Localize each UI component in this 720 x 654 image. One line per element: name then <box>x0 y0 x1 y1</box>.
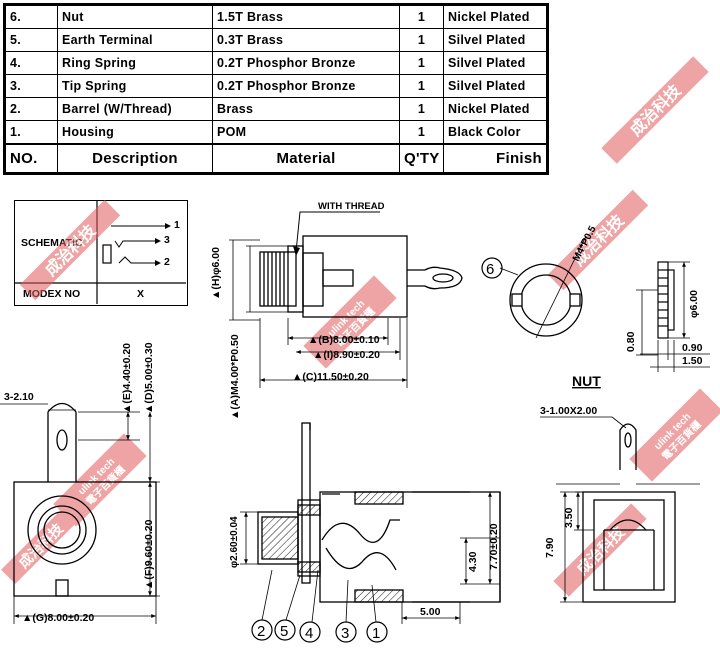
dim-i: ▲(I)8.90±0.20 <box>313 349 380 361</box>
tip-contact-symbol <box>118 256 155 264</box>
watermark-right-mid: ulink tech 電子百貨櫃 <box>629 388 720 482</box>
bom-header-row: NO. Description Material Q'TY Finish <box>5 143 547 174</box>
side-view-dims <box>229 239 408 388</box>
dim-260: φ2.60±0.04 <box>229 516 240 568</box>
dim-500: 5.00 <box>420 606 441 618</box>
svg-text:成治科技: 成治科技 <box>573 522 629 578</box>
dim-b: ▲(B)8.00±0.10 <box>308 334 380 346</box>
nut-title: NUT <box>572 373 601 389</box>
bom-description: Tip Spring <box>57 73 213 98</box>
dim-080: 0.80 <box>625 331 637 352</box>
watermark-right-corner: 成治科技 <box>601 56 709 164</box>
svg-text:成治科技: 成治科技 <box>626 80 685 139</box>
dim-f: ▲(F)9.60±0.20 <box>143 519 155 590</box>
arrow-pin3-icon <box>155 238 161 244</box>
bom-description: Housing <box>57 119 213 145</box>
side-view <box>259 211 463 318</box>
ring-contact-symbol <box>114 240 155 248</box>
nut-side-view <box>636 261 710 372</box>
nut-front-view <box>481 235 587 339</box>
dim-770: 7.70±0.20 <box>488 523 500 570</box>
arrow-pin1-icon <box>165 223 171 229</box>
dim-350: 3.50 <box>563 507 575 528</box>
bom-row: 3. Tip Spring 0.2T Phosphor Bronze 1 Sil… <box>5 73 547 98</box>
callout-4: 4 <box>305 625 313 642</box>
arrow-pin2-icon <box>155 260 161 266</box>
bom-no: 1. <box>5 119 58 145</box>
bom-material: Brass <box>212 96 400 121</box>
dim-d: ▲(D)5.00±0.30 <box>143 342 155 414</box>
callout-5: 5 <box>280 623 288 640</box>
bom-qty: 1 <box>399 96 444 121</box>
schematic-pin2: 2 <box>164 256 170 268</box>
bom-header-finish: Finish <box>443 143 547 174</box>
bom-finish: Nickel Plated <box>443 96 547 121</box>
watermarks: 成治科技 成治科技 成治科技 ulink tech 電子百貨櫃 ulink te… <box>1 56 720 597</box>
dim-hole: 3-2.10 <box>4 391 34 403</box>
callout-2: 2 <box>257 623 265 640</box>
svg-text:成治科技: 成治科技 <box>41 220 100 279</box>
dim-h: ▲(H)φ6.00 <box>210 247 222 300</box>
section-view <box>240 422 501 624</box>
jack-body-symbol <box>102 244 112 264</box>
dim-790: 7.90 <box>544 537 556 558</box>
dim-430: 4.30 <box>467 551 479 572</box>
watermark-left-top: 成治科技 <box>19 199 121 301</box>
modex-value: X <box>137 288 145 300</box>
dim-c: ▲(C)11.50±0.20 <box>292 371 369 383</box>
dim-a: ▲(A)M4.00*P0.50 <box>229 334 241 420</box>
bom-header-qty: Q'TY <box>399 143 444 174</box>
callout-leaders <box>251 569 388 643</box>
bom-header-material: Material <box>212 143 400 174</box>
schematic-pin1: 1 <box>174 219 180 231</box>
callout-3: 3 <box>341 625 349 642</box>
bom-row: 2. Barrel (W/Thread) Brass 1 Nickel Plat… <box>5 96 547 121</box>
bom-finish: Silvel Plated <box>443 73 547 98</box>
callout-6: 6 <box>486 261 494 278</box>
dim-090: 0.90 <box>682 342 703 354</box>
bom-material: 0.2T Phosphor Bronze <box>212 50 400 75</box>
dim-e: ▲(E)4.40±0.20 <box>121 343 133 414</box>
dim-g: ▲(G)8.00±0.20 <box>22 612 94 624</box>
callout-1: 1 <box>372 625 380 642</box>
bom-row: 1. Housing POM 1 Black Color <box>5 119 547 145</box>
watermark-right-top: 成治科技 <box>547 189 649 291</box>
schematic-pin3: 3 <box>164 234 170 246</box>
with-thread-label: WITH THREAD <box>318 201 385 212</box>
bom-description: Barrel (W/Thread) <box>57 96 213 121</box>
bom-qty: 1 <box>399 119 444 145</box>
bill-of-materials: 6. Nut 1.5T Brass 1 Nickel Plated 5. Ear… <box>3 3 549 175</box>
rear-view <box>540 416 700 603</box>
dim-slot: 3-1.00X2.00 <box>540 405 597 417</box>
dim-d6: φ6.00 <box>688 290 700 318</box>
bom-table: 6. Nut 1.5T Brass 1 Nickel Plated 5. Ear… <box>5 5 547 174</box>
front-view <box>0 402 160 624</box>
watermark-bottom-left-2: 成治科技 <box>1 506 79 584</box>
dim-150: 1.50 <box>682 355 703 367</box>
